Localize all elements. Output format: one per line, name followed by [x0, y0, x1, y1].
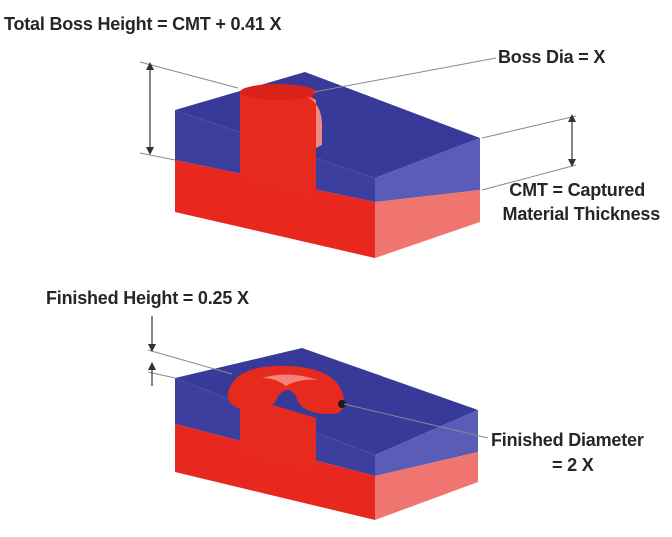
- bottom-block-section: [240, 395, 316, 476]
- boss-dia-label: Boss Dia = X: [498, 47, 606, 67]
- top-block: [175, 72, 480, 258]
- top-block-front-red: [175, 160, 375, 258]
- cmt-label-line1: CMT = Captured: [509, 180, 645, 200]
- bottom-block-front-red: [175, 424, 375, 520]
- bottom-block: [175, 348, 478, 520]
- bottom-block-side-red: [375, 452, 478, 520]
- finished-disc-highlight: [262, 374, 318, 386]
- cmt-label-line2: Material Thickness: [502, 204, 661, 224]
- finished-diameter-label-line2: = 2 X: [552, 455, 594, 475]
- total-boss-height-label: Total Boss Height = CMT + 0.41 X: [4, 14, 282, 34]
- cmt-upper-extension: [481, 115, 577, 139]
- total-height-lower-extension: [139, 152, 176, 161]
- top-block-side-red: [375, 190, 480, 258]
- boss-dia-leader: [313, 57, 497, 93]
- boss-cylinder-shade: [306, 96, 322, 148]
- top-block-side-blue: [375, 138, 480, 202]
- cmt-lower-extension: [481, 164, 577, 191]
- top-dimensions: [139, 57, 577, 191]
- boss-cylinder: [240, 84, 316, 202]
- total-height-upper-extension: [139, 61, 239, 89]
- finished-disc-edge-dot: [338, 400, 346, 408]
- finished-diameter-label-line1: Finished Diameter: [491, 430, 644, 450]
- bottom-block-side-blue: [375, 410, 478, 476]
- finished-disc: [227, 365, 345, 414]
- finished-height-upper-extension: [147, 349, 233, 375]
- finished-height-label: Finished Height = 0.25 X: [46, 288, 249, 308]
- finished-diameter-leader: [343, 403, 489, 439]
- boss-cylinder-top: [240, 84, 316, 100]
